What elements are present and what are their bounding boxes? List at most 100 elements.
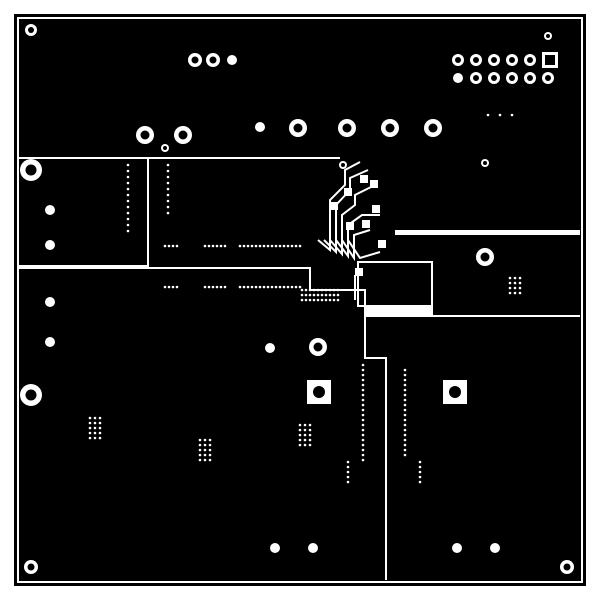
pads (45, 32, 558, 553)
solid-pad (45, 297, 55, 307)
via (308, 423, 312, 427)
via (308, 293, 312, 297)
through-hole-pad-drill (163, 146, 167, 150)
square-pad-drill (545, 55, 555, 65)
via (403, 428, 407, 432)
via (126, 169, 130, 173)
via (166, 193, 170, 197)
via (203, 285, 207, 289)
via (361, 408, 365, 412)
via (262, 285, 266, 289)
via (361, 448, 365, 452)
via (320, 293, 324, 297)
via (303, 428, 307, 432)
via (332, 298, 336, 302)
smd-pad (330, 202, 338, 210)
via (166, 211, 170, 215)
via (258, 285, 262, 289)
via (336, 288, 340, 292)
via (300, 288, 304, 292)
solid-pad (270, 543, 280, 553)
through-hole-pad-drill (509, 75, 515, 81)
via (298, 443, 302, 447)
via (312, 288, 316, 292)
via (346, 480, 350, 484)
via (316, 293, 320, 297)
through-hole-pad-drill (293, 123, 303, 133)
via (403, 388, 407, 392)
via (198, 438, 202, 442)
via (126, 205, 130, 209)
through-hole-pad-drill (527, 57, 533, 63)
via (308, 298, 312, 302)
via (93, 431, 97, 435)
via (303, 433, 307, 437)
solid-pad (45, 240, 55, 250)
via (486, 113, 490, 117)
through-hole-pad-drill (545, 75, 551, 81)
via (304, 288, 308, 292)
through-hole-pad-drill (473, 57, 479, 63)
via (262, 244, 266, 248)
via (508, 281, 512, 285)
mounting-hole-drill (563, 563, 571, 571)
smd-pad (355, 268, 363, 276)
via (403, 398, 407, 402)
via (312, 293, 316, 297)
via (98, 431, 102, 435)
through-hole-pad-drill (341, 163, 345, 167)
via (93, 426, 97, 430)
via (278, 285, 282, 289)
signal-traces (317, 161, 381, 300)
via (254, 244, 258, 248)
via (403, 393, 407, 397)
via (163, 285, 167, 289)
via (308, 433, 312, 437)
via (361, 363, 365, 367)
through-hole-pad-drill (509, 57, 515, 63)
via (298, 285, 302, 289)
via (304, 298, 308, 302)
via (126, 223, 130, 227)
via (126, 199, 130, 203)
via (166, 175, 170, 179)
through-hole-pad-drill (546, 34, 550, 38)
via (518, 286, 522, 290)
solid-pad (490, 543, 500, 553)
via (403, 448, 407, 452)
via (346, 465, 350, 469)
solid-pad (265, 343, 275, 353)
via (258, 244, 262, 248)
via (175, 285, 179, 289)
via (332, 293, 336, 297)
solid-pad (45, 337, 55, 347)
via (93, 421, 97, 425)
via (238, 244, 242, 248)
via (282, 244, 286, 248)
via (203, 438, 207, 442)
via (211, 244, 215, 248)
board-outline (14, 14, 586, 586)
via (126, 211, 130, 215)
via (361, 438, 365, 442)
via (246, 244, 250, 248)
smd-pad (378, 240, 386, 248)
via (88, 421, 92, 425)
via (298, 428, 302, 432)
via (238, 285, 242, 289)
via (403, 443, 407, 447)
via (403, 368, 407, 372)
via (403, 413, 407, 417)
via (308, 438, 312, 442)
via (336, 293, 340, 297)
via (223, 285, 227, 289)
through-hole-pad-drill (342, 123, 352, 133)
mounting-hole-drill (25, 389, 37, 401)
via (93, 416, 97, 420)
via (250, 244, 254, 248)
via (518, 281, 522, 285)
through-hole-pad-drill (140, 130, 150, 140)
mounting-hole-drill (27, 563, 35, 571)
via (208, 438, 212, 442)
via (126, 163, 130, 167)
